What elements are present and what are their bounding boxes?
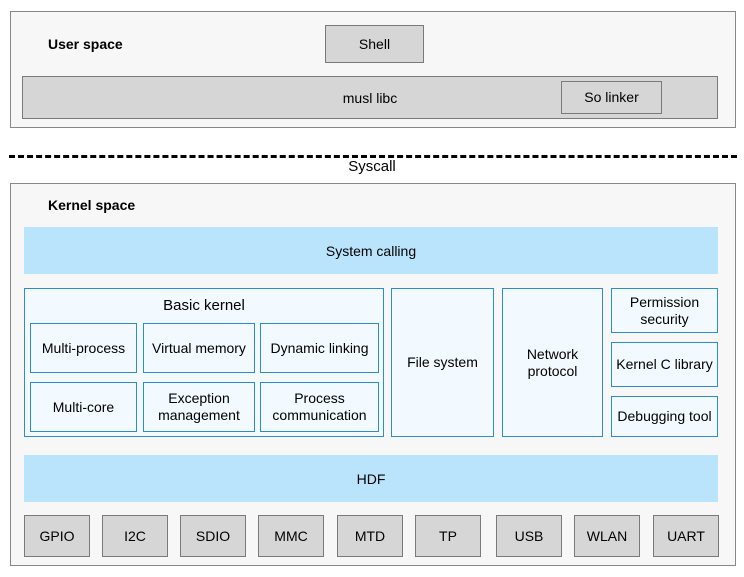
basic-kernel-item-multi-process[interactable]: Multi-process (30, 323, 137, 373)
hal-box-uart[interactable]: UART (653, 515, 719, 557)
debugging-tool-box[interactable]: Debugging tool (611, 396, 718, 437)
hal-box-gpio[interactable]: GPIO (24, 515, 90, 557)
file-system-box[interactable]: File system (391, 288, 494, 437)
basic-kernel-title: Basic kernel (163, 297, 245, 314)
basic-kernel-item-process-communication[interactable]: Process communication (260, 382, 379, 432)
hal-box-mmc[interactable]: MMC (258, 515, 324, 557)
network-protocol-box[interactable]: Network protocol (502, 288, 603, 437)
hal-box-mtd[interactable]: MTD (337, 515, 403, 557)
syscall-label: Syscall (348, 158, 396, 175)
kernel-c-library-box[interactable]: Kernel C library (611, 342, 718, 387)
hal-box-i2c[interactable]: I2C (102, 515, 168, 557)
so-linker-box[interactable]: So linker (561, 81, 662, 114)
hal-box-tp[interactable]: TP (415, 515, 481, 557)
kernel-space-title: Kernel space (48, 197, 136, 213)
musl-libc-label: musl libc (342, 89, 398, 106)
hal-box-wlan[interactable]: WLAN (574, 515, 640, 557)
user-space-title: User space (48, 36, 123, 52)
permission-security-box[interactable]: Permission security (611, 288, 718, 333)
shell-box[interactable]: Shell (325, 25, 424, 63)
hal-box-sdio[interactable]: SDIO (180, 515, 246, 557)
hal-box-usb[interactable]: USB (496, 515, 562, 557)
hdf-bar: HDF (24, 455, 718, 502)
basic-kernel-item-dynamic-linking[interactable]: Dynamic linking (260, 323, 379, 373)
system-calling-bar: System calling (24, 227, 718, 274)
basic-kernel-item-multi-core[interactable]: Multi-core (30, 382, 137, 432)
basic-kernel-item-virtual-memory[interactable]: Virtual memory (143, 323, 255, 373)
syscall-divider (9, 155, 737, 158)
basic-kernel-item-exception-management[interactable]: Exception management (143, 382, 255, 432)
